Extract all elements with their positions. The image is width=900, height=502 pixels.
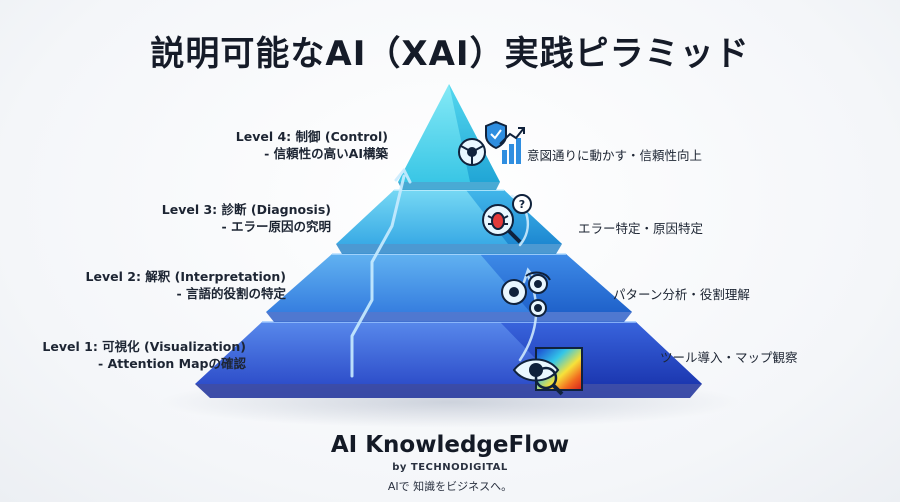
level-3-name: Level 3: 診断 (Diagnosis) bbox=[161, 202, 331, 217]
level-2-goal: パターン分析・役割理解 bbox=[613, 287, 750, 302]
level-3-desc: - エラー原因の究明 bbox=[221, 219, 331, 234]
eye-heatmap-magnifier-icon bbox=[512, 347, 583, 396]
growth-arrow-left bbox=[350, 168, 412, 378]
level-1-goal: ツール導入・マップ観察 bbox=[660, 350, 798, 365]
svg-text:?: ? bbox=[519, 198, 525, 211]
level-4-label: Level 4: 制御 (Control) - 信頼性の高いAI構築 bbox=[236, 128, 388, 162]
tier-level-4 bbox=[398, 84, 500, 190]
brand-name: AI KnowledgeFlow bbox=[330, 432, 570, 458]
level-3-label: Level 3: 診断 (Diagnosis) - エラー原因の究明 bbox=[162, 201, 331, 235]
brand-tagline: AIで 知識をビジネスへ。 bbox=[387, 480, 513, 493]
level-1-name: Level 1: 可視化 (Visualization) bbox=[42, 339, 246, 354]
bug-magnifier-icon: ? bbox=[482, 194, 532, 244]
level-3-goal: エラー特定・原因特定 bbox=[578, 221, 704, 236]
gears-cycle-icon bbox=[501, 271, 551, 317]
brand-by: by TECHNODIGITAL bbox=[392, 462, 508, 473]
level-1-label: Level 1: 可視化 (Visualization) - Attention… bbox=[42, 338, 246, 372]
tier-level-2 bbox=[266, 253, 632, 322]
level-2-label: Level 2: 解釈 (Interpretation) - 言語的役割の特定 bbox=[86, 268, 286, 302]
level-4-name: Level 4: 制御 (Control) bbox=[235, 129, 388, 144]
level-1-desc: - Attention Mapの確認 bbox=[98, 356, 246, 371]
level-2-desc: - 言語的役割の特定 bbox=[176, 286, 286, 301]
steering-shield-growth-icon bbox=[458, 120, 525, 166]
level-4-desc: - 信頼性の高いAI構築 bbox=[264, 146, 388, 161]
level-2-name: Level 2: 解釈 (Interpretation) bbox=[85, 269, 286, 284]
page-title: 説明可能なAI（XAI）実践ピラミッド bbox=[150, 34, 750, 74]
tier-level-1 bbox=[195, 321, 702, 398]
level-4-goal: 意図通りに動かす・信頼性向上 bbox=[527, 148, 703, 163]
